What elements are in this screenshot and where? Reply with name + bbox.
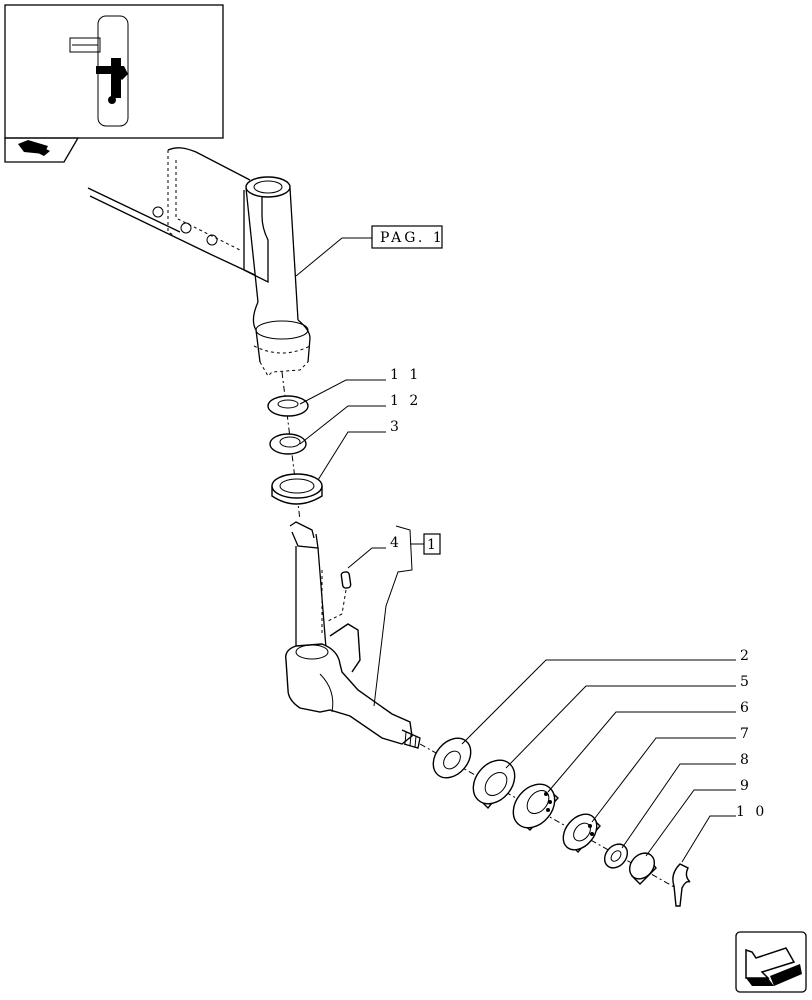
assembly-reference-label: 1 xyxy=(427,537,439,553)
part-2-oil-seal xyxy=(432,737,472,779)
part-11-thrust-washer xyxy=(267,395,309,417)
next-page-arrow-icon[interactable] xyxy=(735,931,807,993)
part-8-washer xyxy=(603,843,629,869)
part-3-bushing xyxy=(271,473,323,505)
book-arrow-icon[interactable] xyxy=(4,137,80,163)
part-9-castle-nut xyxy=(628,852,657,885)
steering-knuckle xyxy=(285,521,421,749)
part-12-shim-washer xyxy=(269,433,307,455)
callout-7[interactable]: 7 xyxy=(740,726,752,742)
thumbnail-overview[interactable] xyxy=(4,4,224,139)
part-4-key xyxy=(325,571,352,623)
callout-labels: 1 1 1 2 3 4 2 5 6 7 8 9 1 0 xyxy=(390,367,767,820)
part-10-cotter-pin xyxy=(672,863,691,907)
callout-6[interactable]: 6 xyxy=(740,700,752,716)
callout-11[interactable]: 1 1 xyxy=(390,367,421,383)
axle-beam xyxy=(87,147,311,377)
callout-10[interactable]: 1 0 xyxy=(736,804,767,820)
callout-3[interactable]: 3 xyxy=(390,419,402,435)
callout-12[interactable]: 1 2 xyxy=(390,393,421,409)
page-reference-label: PAG. 1 xyxy=(380,230,445,246)
callout-8[interactable]: 8 xyxy=(740,752,752,768)
callout-leaders xyxy=(299,379,736,863)
part-6-roller-bearing xyxy=(512,783,559,831)
assembly-reference[interactable]: 1 xyxy=(373,525,441,707)
callout-9[interactable]: 9 xyxy=(740,778,752,794)
callout-2[interactable]: 2 xyxy=(740,648,752,664)
callout-4[interactable]: 4 xyxy=(390,535,402,551)
part-5-bearing xyxy=(472,759,516,810)
page-reference[interactable]: PAG. 1 xyxy=(295,225,445,277)
callout-5[interactable]: 5 xyxy=(740,674,752,690)
part-7-outer-bearing xyxy=(562,813,601,854)
